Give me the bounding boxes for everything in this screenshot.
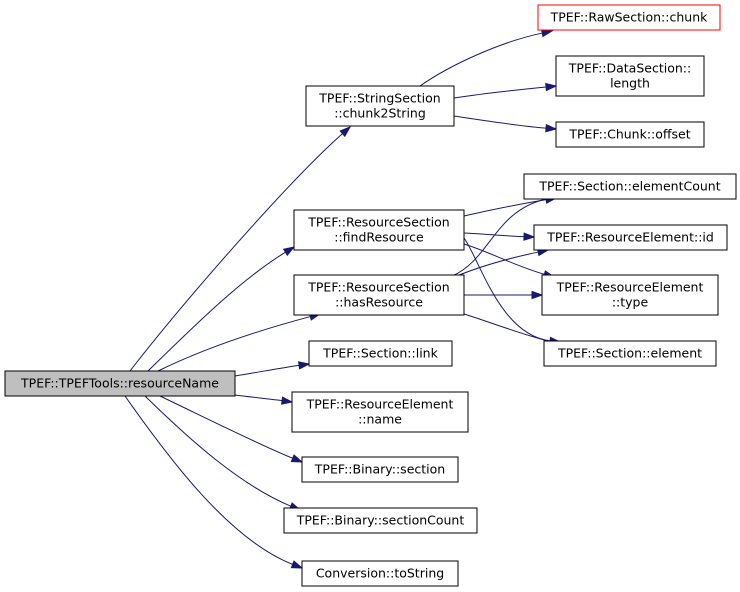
node-label: TPEF::ResourceElement [556, 280, 704, 295]
node-label: TPEF::Chunk::offset [568, 127, 690, 142]
node-chunkoffset[interactable]: TPEF::Chunk::offset [555, 121, 705, 148]
arrowhead-icon [339, 125, 352, 138]
edge-line [463, 243, 545, 275]
edge-line [124, 395, 293, 565]
edge-line [451, 198, 547, 277]
node-box [533, 224, 728, 251]
node-label: TPEF::RawSection::chunk [550, 10, 709, 25]
edge-root-to-binsection [159, 395, 304, 463]
edge-line [453, 86, 547, 99]
node-label: length [610, 76, 650, 91]
node-findresource[interactable]: TPEF::ResourceSection::findResource [293, 209, 465, 251]
node-box [301, 560, 459, 587]
node-rawchunk[interactable]: TPEF::RawSection::chunk [537, 4, 721, 31]
node-label: TPEF::Section::link [322, 346, 438, 361]
edge-hasresource-to-retype [464, 290, 544, 300]
node-box [293, 274, 465, 316]
edge-line [147, 251, 286, 372]
arrowhead-icon [298, 361, 311, 370]
edge-line [159, 395, 293, 459]
edge-hasresource-to-reid [451, 248, 550, 279]
node-element[interactable]: TPEF::Section::element [543, 340, 717, 367]
node-box [543, 340, 717, 367]
edge-line [419, 32, 543, 87]
edge-line [463, 313, 551, 343]
edge-chunk2string-to-datalength [453, 82, 558, 99]
node-box [523, 173, 737, 200]
arrowhead-icon [290, 560, 304, 569]
node-label: ::chunk2String [334, 106, 426, 121]
node-datalength[interactable]: TPEF::DataSection::length [555, 55, 705, 97]
edge-line [463, 237, 551, 342]
edge-hasresource-to-element [463, 313, 562, 346]
node-binsection[interactable]: TPEF::Binary::section [301, 456, 459, 483]
node-elementcount[interactable]: TPEF::Section::elementCount [523, 173, 737, 200]
arrowhead-icon [282, 246, 296, 257]
edge-line [234, 364, 300, 377]
edge-line [453, 115, 547, 129]
node-reid[interactable]: TPEF::ResourceElement::id [533, 224, 728, 251]
node-label: TPEF::Section::elementCount [538, 179, 720, 194]
node-box [291, 391, 469, 433]
node-label: TPEF::StringSection [318, 91, 440, 106]
node-box [301, 456, 459, 483]
node-chunk2string[interactable]: TPEF::StringSection::chunk2String [305, 85, 455, 127]
arrowhead-icon [281, 396, 294, 405]
node-label: ::hasResource [335, 295, 423, 310]
node-box [537, 4, 721, 31]
edge-root-to-sectioncount [144, 395, 302, 511]
arrowhead-icon [523, 232, 536, 241]
edge-findresource-to-reid [463, 232, 536, 241]
node-label: TPEF::ResourceSection [307, 215, 449, 230]
arrowhead-icon [545, 82, 558, 92]
node-label: TPEF::ResourceSection [307, 280, 449, 295]
node-hasresource[interactable]: TPEF::ResourceSection::hasResource [293, 274, 465, 316]
edge-line [234, 394, 283, 402]
edge-line [129, 133, 343, 372]
node-retype[interactable]: TPEF::ResourceElement::type [541, 274, 719, 316]
node-root[interactable]: TPEF::TPEFTools::resourceName [4, 370, 236, 397]
node-label: TPEF::DataSection:: [568, 61, 691, 76]
node-label: TPEF::ResourceElement::id [546, 230, 714, 245]
edge-root-to-findresource [147, 246, 296, 372]
edge-line [144, 395, 291, 507]
edge-root-to-tostring [124, 395, 304, 569]
node-label: TPEF::Binary::sectionCount [296, 513, 465, 528]
edge-line [463, 199, 547, 217]
arrowhead-icon [531, 290, 544, 300]
arrowhead-icon [545, 123, 558, 133]
node-box [541, 274, 719, 316]
node-box [555, 55, 705, 97]
node-label: ::name [358, 412, 402, 427]
node-link[interactable]: TPEF::Section::link [308, 340, 453, 367]
node-box [293, 209, 465, 251]
node-label: Conversion::toString [316, 566, 444, 581]
node-tostring[interactable]: Conversion::toString [301, 560, 459, 587]
edge-root-to-hasresource [157, 312, 322, 372]
node-label: TPEF::Binary::section [314, 462, 445, 477]
node-box [283, 507, 478, 534]
node-box [4, 370, 236, 397]
edge-root-to-chunk2string [129, 125, 352, 372]
edge-chunk2string-to-chunkoffset [453, 115, 558, 133]
node-sectioncount[interactable]: TPEF::Binary::sectionCount [283, 507, 478, 534]
arrowhead-icon [290, 454, 304, 463]
edge-chunk2string-to-rawchunk [419, 29, 554, 87]
edge-root-to-rename [234, 394, 294, 405]
node-box [555, 121, 705, 148]
node-rename[interactable]: TPEF::ResourceElement::name [291, 391, 469, 433]
node-label: TPEF::ResourceElement [306, 397, 454, 412]
node-box [308, 340, 453, 367]
edge-root-to-link [234, 361, 311, 377]
edge-line [157, 316, 311, 372]
node-label: ::findResource [334, 230, 424, 245]
node-box [305, 85, 455, 127]
node-label: TPEF::Section::element [557, 346, 702, 361]
node-label: TPEF::TPEFTools::resourceName [20, 376, 219, 391]
arrowhead-icon [540, 29, 554, 38]
graph-nodes: TPEF::TPEFTools::resourceName TPEF::Strin… [4, 4, 737, 587]
node-label: ::type [612, 295, 649, 310]
